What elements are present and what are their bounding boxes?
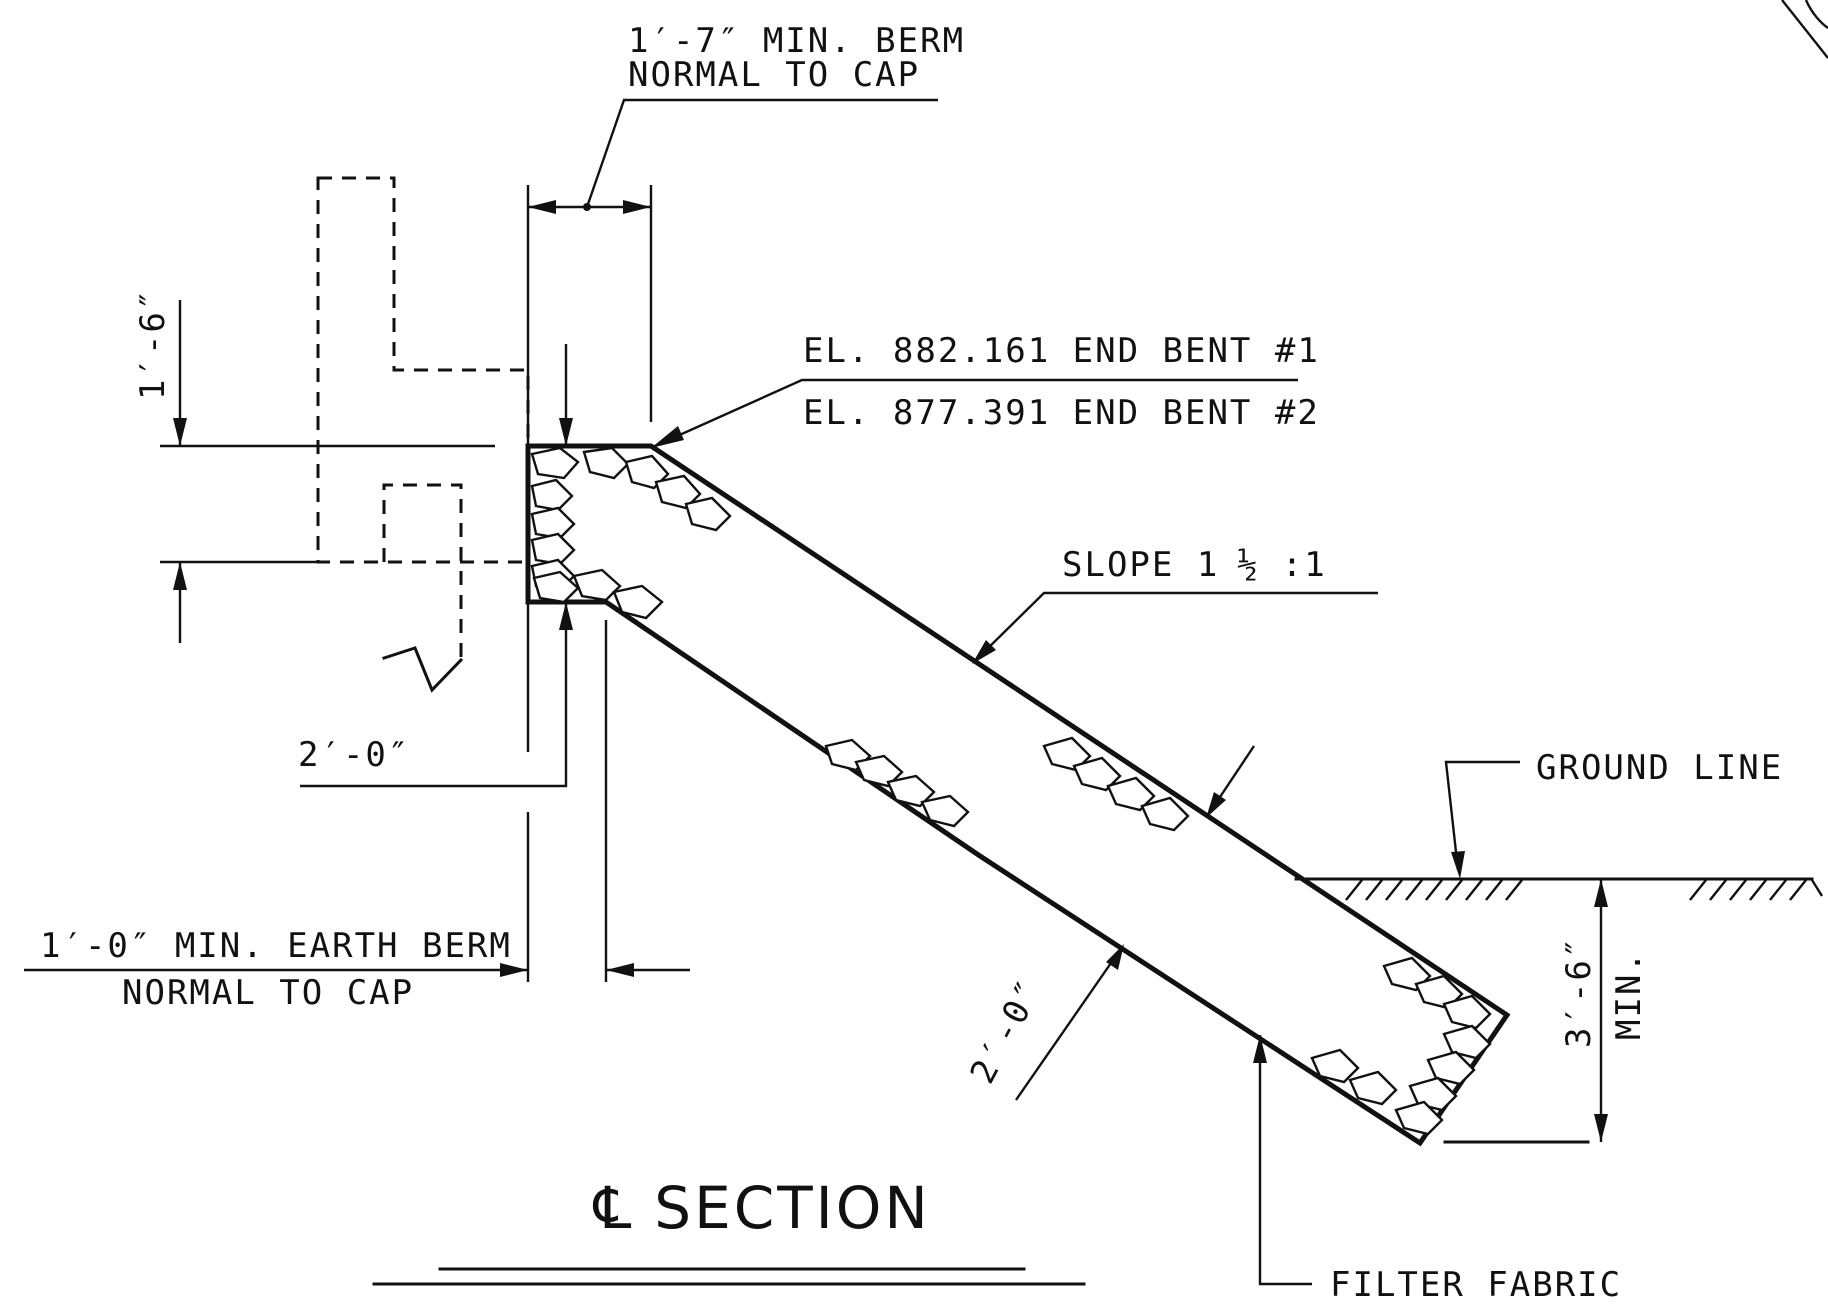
filter-fabric-leader [1258,1035,1312,1286]
berm-label-line1: 1′-7″ MIN. BERM [628,21,965,61]
dim-1-6-arrow-top [173,418,187,446]
elevation-arrow [651,426,684,448]
min-depth-arrow-top [1594,879,1608,907]
min-depth-arrow-bot [1594,1114,1608,1142]
riprap-stones [530,446,1492,1136]
pile-outline-dashed [382,483,463,660]
dim-2-0-arrow-line-bot [300,602,568,788]
earth-berm-label-line1: 1′-0″ MIN. EARTH BERM [40,926,512,966]
earth-berm-label-line2: NORMAL TO CAP [122,973,414,1013]
thickness-arrow-bot [1106,944,1124,970]
corner-fragment [1781,0,1828,59]
ground-arrow [1451,851,1465,879]
riprap-slab [525,443,1511,1147]
berm-leader [585,98,938,208]
cap-outline-dashed [316,176,530,564]
section-title: ℄SECTION [592,1174,931,1242]
thickness-arrow-top [1206,792,1226,818]
min-depth-label: MIN. [1609,950,1649,1040]
thickness-arrow-line-bot [1015,949,1121,1101]
elevation-label-bent2: EL. 877.391 END BENT #2 [803,393,1320,433]
berm-leader-dot [583,203,591,211]
dim-2-0-label: 2′-0″ [298,735,410,775]
slope-leader [979,591,1378,657]
filter-fabric-arrow [1253,1035,1267,1063]
ground-leader [1444,760,1520,871]
elevation-label-bent1: EL. 882.161 END BENT #1 [803,331,1320,371]
min-depth-value: 3′-6″ [1559,936,1599,1048]
earth-berm-arrow-left [500,963,528,977]
slope-arrow [972,640,996,664]
centerline-symbol: ℄ [592,1174,634,1242]
berm-label-line2: NORMAL TO CAP [628,55,920,95]
dim-2-0-arrow-bot [559,602,573,630]
ground-hatch [1345,879,1824,901]
berm-arrow-left [528,200,556,214]
dim-1-6-arrow-bot [173,562,187,590]
dim-1-6-label: 1′-6″ [133,288,173,400]
pile-break [382,646,464,693]
slab-thickness-label: 2′-0″ [963,972,1051,1090]
ground-line-label: GROUND LINE [1536,748,1783,788]
filter-fabric-label: FILTER FABRIC [1330,1265,1622,1305]
berm-arrow-right [623,200,651,214]
elevation-leader [654,378,1298,448]
dim-2-0-arrow-top [559,418,573,446]
earth-berm-arrow-right [606,963,634,977]
